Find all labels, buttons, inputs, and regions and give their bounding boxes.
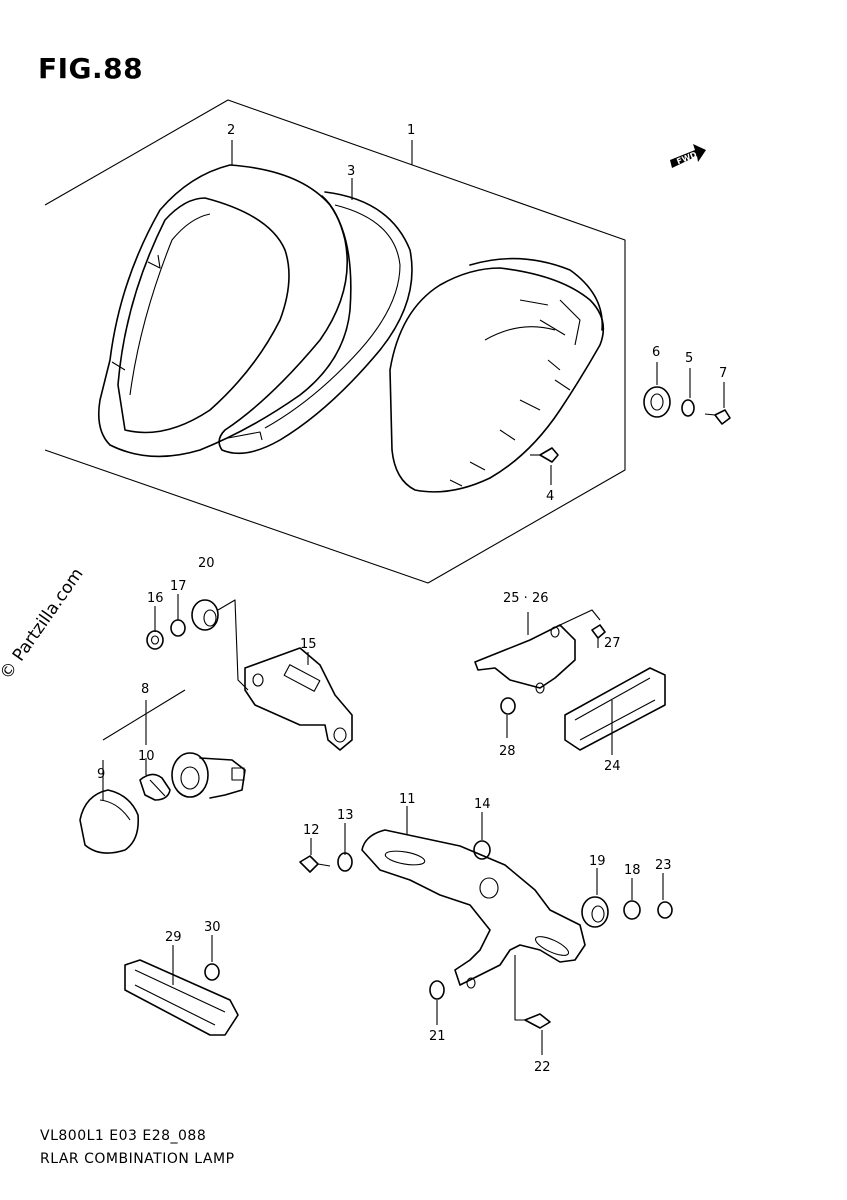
callout-6: 6 <box>652 345 660 360</box>
gasket-part-3 <box>218 191 413 455</box>
nut-part-23 <box>657 901 673 919</box>
bracket-part-15 <box>244 647 353 751</box>
leader-27 <box>559 609 601 626</box>
callout-23: 23 <box>655 858 672 873</box>
lens-cap-part-9 <box>79 789 140 854</box>
footer-name: RLAR COMBINATION LAMP <box>40 1151 235 1167</box>
callout-15: 15 <box>300 637 317 652</box>
callout-25-26: 25 · 26 <box>503 591 548 606</box>
socket-part-8 <box>171 752 246 799</box>
figure-title: FIG.88 <box>38 52 144 85</box>
washer-part-13 <box>337 852 353 872</box>
callout-7: 7 <box>719 366 727 381</box>
spacer-part-18 <box>623 900 641 920</box>
callout-20: 20 <box>198 556 215 571</box>
callout-leaders <box>102 140 725 1055</box>
callout-3: 3 <box>347 164 355 179</box>
callout-24: 24 <box>604 759 621 774</box>
callout-8: 8 <box>141 682 149 697</box>
callout-27: 27 <box>604 636 621 651</box>
callout-18: 18 <box>624 863 641 878</box>
nut-part-30 <box>204 963 220 981</box>
bolt-part-12 <box>299 855 331 873</box>
leader-bracket-15 <box>217 599 249 691</box>
callout-28: 28 <box>499 744 516 759</box>
callout-4: 4 <box>546 489 554 504</box>
bulb-part-10 <box>139 773 171 801</box>
reflector-part-29 <box>124 959 239 1036</box>
callout-12: 12 <box>303 823 320 838</box>
footer-code: VL800L1 E03 E28_088 <box>40 1128 207 1144</box>
callout-29: 29 <box>165 930 182 945</box>
callout-19: 19 <box>589 854 606 869</box>
washer-part-5 <box>681 399 695 417</box>
callout-17: 17 <box>170 579 187 594</box>
reflector-part-24 <box>564 667 666 751</box>
fwd-arrow-icon: FWD <box>670 144 706 168</box>
callout-1: 1 <box>407 123 415 138</box>
callout-2: 2 <box>227 123 235 138</box>
nut-part-28 <box>500 697 516 715</box>
callout-11: 11 <box>399 792 416 807</box>
callout-9: 9 <box>97 767 105 782</box>
callout-5: 5 <box>685 351 693 366</box>
callout-13: 13 <box>337 808 354 823</box>
callout-10: 10 <box>138 749 155 764</box>
bracket-part-25-26 <box>474 624 576 694</box>
leader-9 <box>102 689 186 741</box>
callout-22: 22 <box>534 1060 551 1075</box>
callout-16: 16 <box>147 591 164 606</box>
lamp-housing-part-1 <box>389 257 605 493</box>
grommet-part-6 <box>643 386 671 418</box>
plate-bracket-part-11 <box>361 829 586 989</box>
bolt-part-22 <box>524 1013 551 1029</box>
screw-part-4 <box>530 447 559 463</box>
screw-part-27 <box>591 624 606 648</box>
lens-frame-part-2 <box>97 164 352 458</box>
leader-22 <box>514 955 525 1021</box>
spacer-part-17 <box>170 619 186 637</box>
callout-14: 14 <box>474 797 491 812</box>
assembly-outline <box>44 99 626 584</box>
grommet-part-20 <box>191 599 219 631</box>
nut-part-21 <box>429 980 445 1000</box>
callout-21: 21 <box>429 1029 446 1044</box>
fwd-badge-text: FWD <box>675 150 698 166</box>
callout-30: 30 <box>204 920 221 935</box>
nut-part-14 <box>473 840 491 860</box>
nut-part-16 <box>146 630 164 650</box>
callout-labels: 1 2 3 4 5 6 7 8 9 10 11 12 13 14 15 16 1… <box>97 123 727 1075</box>
grommet-part-19 <box>581 896 609 928</box>
screw-part-7 <box>704 409 731 425</box>
